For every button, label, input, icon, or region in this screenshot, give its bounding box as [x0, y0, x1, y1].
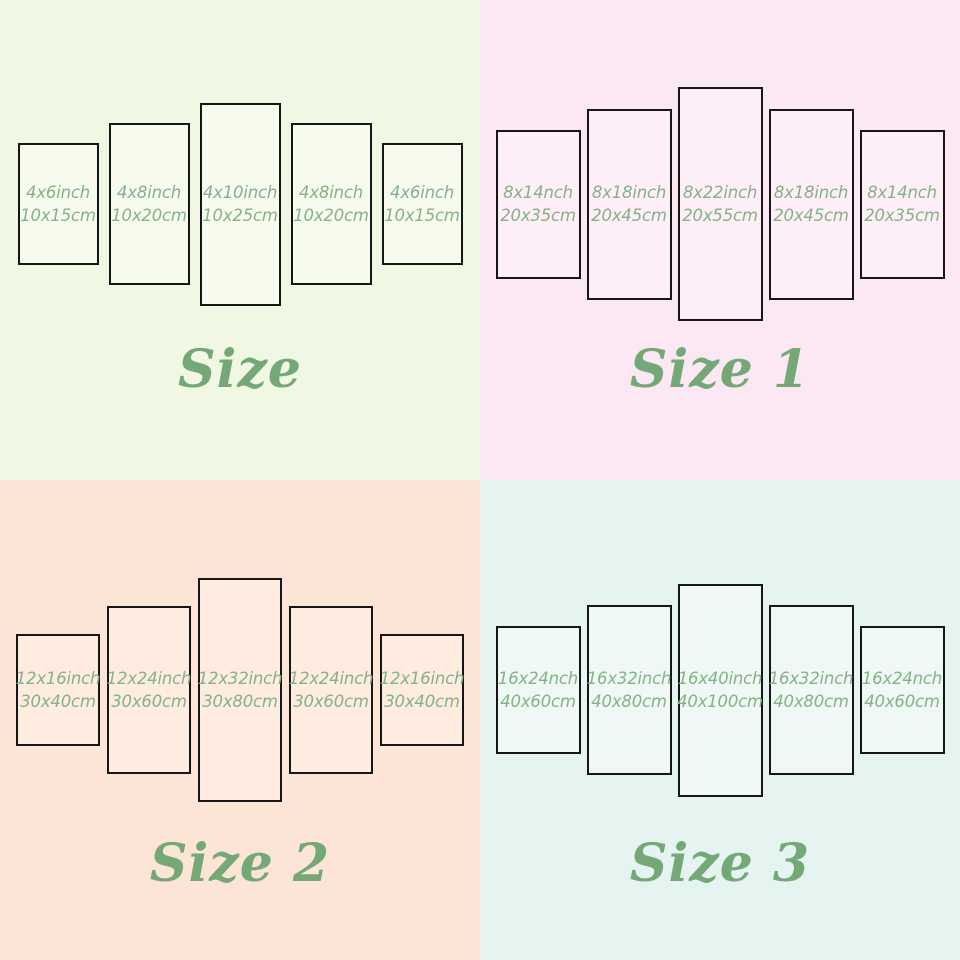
panel-size-cm: 30x40cm: [20, 692, 96, 711]
canvas-panel: 8x22inch 20x55cm: [677, 87, 763, 321]
panel-size-cm: 40x60cm: [500, 692, 576, 711]
canvas-panel: 12x16inch 30x40cm: [16, 634, 100, 746]
panel-size-inch: 4x6inch: [390, 182, 454, 202]
panel-size-inch: 8x18inch: [591, 182, 667, 202]
canvas-panel: 12x24inch 30x60cm: [289, 606, 373, 774]
panel-size-inch: 8x14nch: [867, 182, 937, 202]
panel-size-inch: 8x22inch: [682, 182, 758, 202]
quadrant-title: Size 1: [629, 339, 811, 400]
panel-size-cm: 10x15cm: [384, 206, 460, 225]
canvas-panel: 16x32inch 40x80cm: [768, 605, 854, 775]
panel-size-inch: 4x8inch: [299, 182, 363, 202]
canvas-panel: 16x24nch 40x60cm: [859, 626, 945, 754]
quadrant-size: 4x6inch 10x15cm 4x8inch 10x20cm 4x10inch…: [0, 0, 480, 480]
panel-size-cm: 10x20cm: [293, 206, 369, 225]
panel-size-inch: 12x16inch: [15, 668, 101, 688]
panel-size-inch: 16x24nch: [861, 668, 943, 688]
panel-size-cm: 40x80cm: [773, 692, 849, 711]
panel-size-cm: 10x20cm: [111, 206, 187, 225]
panel-size-cm: 10x15cm: [20, 206, 96, 225]
quadrant-size-1: 8x14nch 20x35cm 8x18inch 20x45cm 8x22inc…: [480, 0, 960, 480]
canvas-panel: 12x24inch 30x60cm: [107, 606, 191, 774]
canvas-panel: 8x14nch 20x35cm: [495, 129, 581, 279]
quadrant-title: Size 3: [629, 833, 811, 894]
quadrant-size-2: 12x16inch 30x40cm 12x24inch 30x60cm 12x3…: [0, 480, 480, 960]
panel-size-inch: 12x24inch: [106, 668, 192, 688]
quadrant-size-3: 16x24nch 40x60cm 16x32inch 40x80cm 16x40…: [480, 480, 960, 960]
panel-size-cm: 30x60cm: [111, 692, 187, 711]
canvas-panel: 4x6inch 10x15cm: [381, 143, 463, 265]
panel-size-cm: 20x55cm: [682, 206, 758, 225]
panel-size-inch: 16x32inch: [768, 668, 854, 688]
canvas-panel: 12x16inch 30x40cm: [380, 634, 464, 746]
panel-size-cm: 30x80cm: [202, 692, 278, 711]
canvas-panel: 8x14nch 20x35cm: [859, 129, 945, 279]
canvas-panel: 4x8inch 10x20cm: [108, 123, 190, 285]
canvas-panel: 4x8inch 10x20cm: [290, 123, 372, 285]
panel-size-inch: 8x18inch: [773, 182, 849, 202]
canvas-panel: 16x24nch 40x60cm: [495, 626, 581, 754]
panel-size-inch: 8x14nch: [503, 182, 573, 202]
canvas-panel: 8x18inch 20x45cm: [586, 108, 672, 300]
panel-size-cm: 20x45cm: [773, 206, 849, 225]
panel-size-cm: 10x25cm: [202, 206, 278, 225]
canvas-panel: 4x10inch 10x25cm: [199, 102, 281, 306]
panel-size-inch: 12x32inch: [197, 668, 283, 688]
canvas-panel: 16x40inch 40x100cm: [677, 583, 763, 797]
panel-size-cm: 40x80cm: [591, 692, 667, 711]
panel-size-cm: 20x45cm: [591, 206, 667, 225]
panel-size-inch: 12x24inch: [288, 668, 374, 688]
panel-size-cm: 30x40cm: [384, 692, 460, 711]
canvas-panel: 12x32inch 30x80cm: [198, 578, 282, 802]
canvas-panel: 16x32inch 40x80cm: [586, 605, 672, 775]
canvas-panel: 8x18inch 20x45cm: [768, 108, 854, 300]
panel-size-inch: 4x8inch: [117, 182, 181, 202]
panel-size-inch: 16x32inch: [586, 668, 672, 688]
panel-size-inch: 4x10inch: [202, 182, 278, 202]
panel-size-inch: 16x24nch: [497, 668, 579, 688]
panel-size-cm: 40x100cm: [677, 692, 763, 711]
panel-size-inch: 16x40inch: [677, 668, 763, 688]
quadrant-title: Size 2: [149, 833, 331, 894]
quadrant-title: Size: [178, 339, 302, 400]
canvas-panel: 4x6inch 10x15cm: [17, 143, 99, 265]
panel-size-cm: 40x60cm: [864, 692, 940, 711]
panel-size-inch: 4x6inch: [26, 182, 90, 202]
panel-size-cm: 20x35cm: [500, 206, 576, 225]
panel-size-cm: 20x35cm: [864, 206, 940, 225]
panel-size-cm: 30x60cm: [293, 692, 369, 711]
panel-size-inch: 12x16inch: [379, 668, 465, 688]
